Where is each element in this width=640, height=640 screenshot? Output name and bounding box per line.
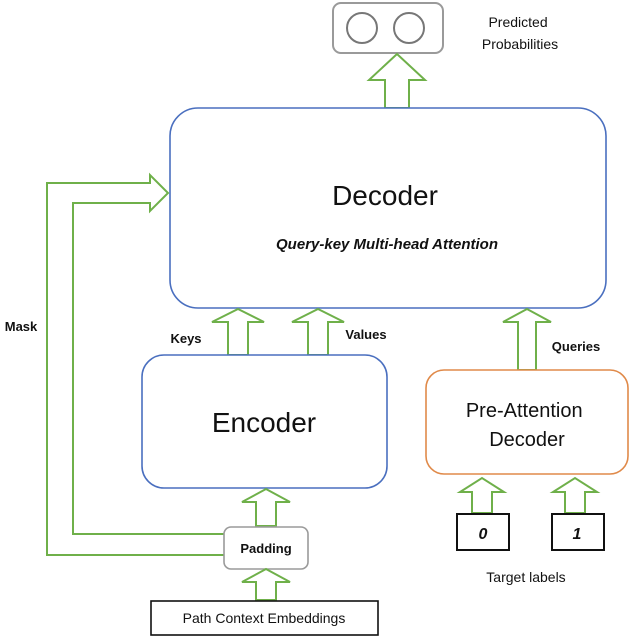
mask-label: Mask bbox=[5, 319, 38, 334]
pre-attention-decoder-title: Pre-Attention Decoder bbox=[466, 400, 588, 451]
encoder-title: Encoder bbox=[212, 407, 316, 438]
decoder-title: Decoder bbox=[332, 180, 438, 211]
values-label: Values bbox=[345, 327, 386, 342]
path-context-embeddings-label: Path Context Embeddings bbox=[183, 610, 346, 626]
mask-arrow bbox=[46, 172, 224, 556]
predicted-probabilities-line-1: Predicted bbox=[488, 14, 547, 30]
target-1-arrow bbox=[549, 476, 601, 514]
probability-circle-0 bbox=[346, 12, 378, 44]
path-context-to-padding-arrow bbox=[241, 567, 291, 601]
target-label-0: 0 bbox=[479, 526, 488, 543]
target-label-0-box bbox=[456, 513, 510, 551]
pre-attention-decoder-box bbox=[425, 369, 629, 475]
decoder-subtitle: Query-key Multi-head Attention bbox=[276, 236, 498, 253]
target-0-arrow bbox=[456, 476, 508, 514]
keys-arrow bbox=[211, 307, 265, 356]
queries-label: Queries bbox=[552, 339, 600, 354]
path-context-embeddings-box bbox=[150, 600, 379, 636]
output-probabilities-box bbox=[332, 2, 444, 54]
padding-to-encoder-arrow bbox=[241, 487, 291, 527]
target-labels-caption: Target labels bbox=[486, 569, 565, 585]
predicted-probabilities-label: Predicted Probabilities bbox=[482, 14, 558, 52]
keys-label: Keys bbox=[170, 331, 201, 346]
values-arrow bbox=[291, 307, 345, 356]
output-arrow bbox=[366, 52, 428, 109]
predicted-probabilities-line-2: Probabilities bbox=[482, 36, 558, 52]
decoder-box bbox=[169, 107, 607, 309]
pre-attention-line-1: Pre-Attention bbox=[466, 400, 583, 422]
padding-label: Padding bbox=[240, 541, 291, 556]
target-label-1: 1 bbox=[573, 526, 582, 543]
pre-attention-line-2: Decoder bbox=[489, 429, 565, 451]
target-label-1-box bbox=[551, 513, 605, 551]
queries-arrow bbox=[502, 307, 552, 371]
encoder-box bbox=[141, 354, 388, 489]
probability-circle-1 bbox=[393, 12, 425, 44]
